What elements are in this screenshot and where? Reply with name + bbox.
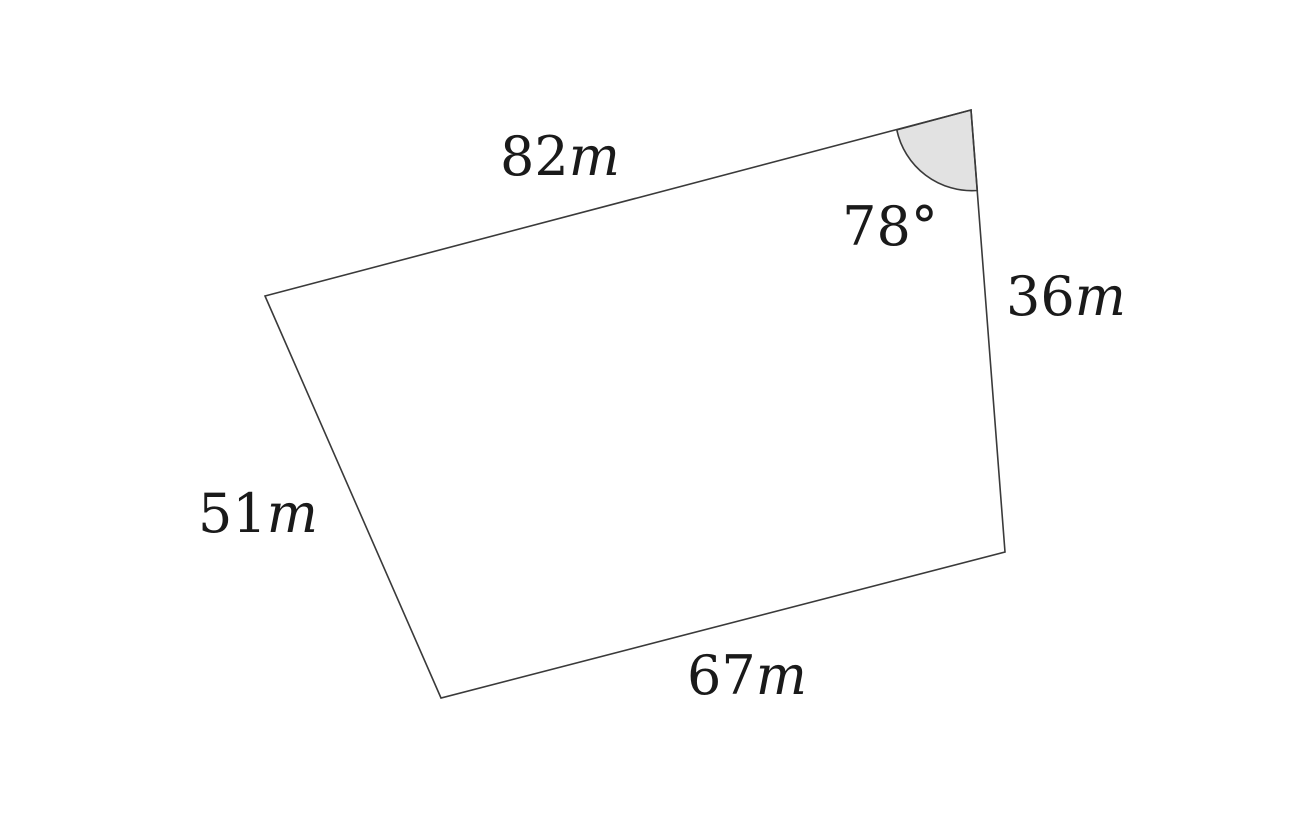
side-unit-top: m (569, 125, 620, 188)
angle-marker (895, 108, 979, 192)
side-value-bottom: 67 (687, 644, 756, 707)
side-value-top: 82 (500, 125, 569, 188)
angle-label: 78° (842, 195, 938, 258)
side-label-left: 51m (198, 482, 318, 545)
side-unit-left: m (267, 482, 318, 545)
side-label-top: 82m (500, 125, 620, 188)
side-label-right: 36m (1006, 265, 1126, 328)
side-value-left: 51 (198, 482, 267, 545)
side-unit-right: m (1075, 265, 1126, 328)
side-unit-bottom: m (756, 644, 807, 707)
side-value-right: 36 (1006, 265, 1075, 328)
quadrilateral-outline (263, 108, 1006, 699)
side-label-bottom: 67m (687, 644, 807, 707)
